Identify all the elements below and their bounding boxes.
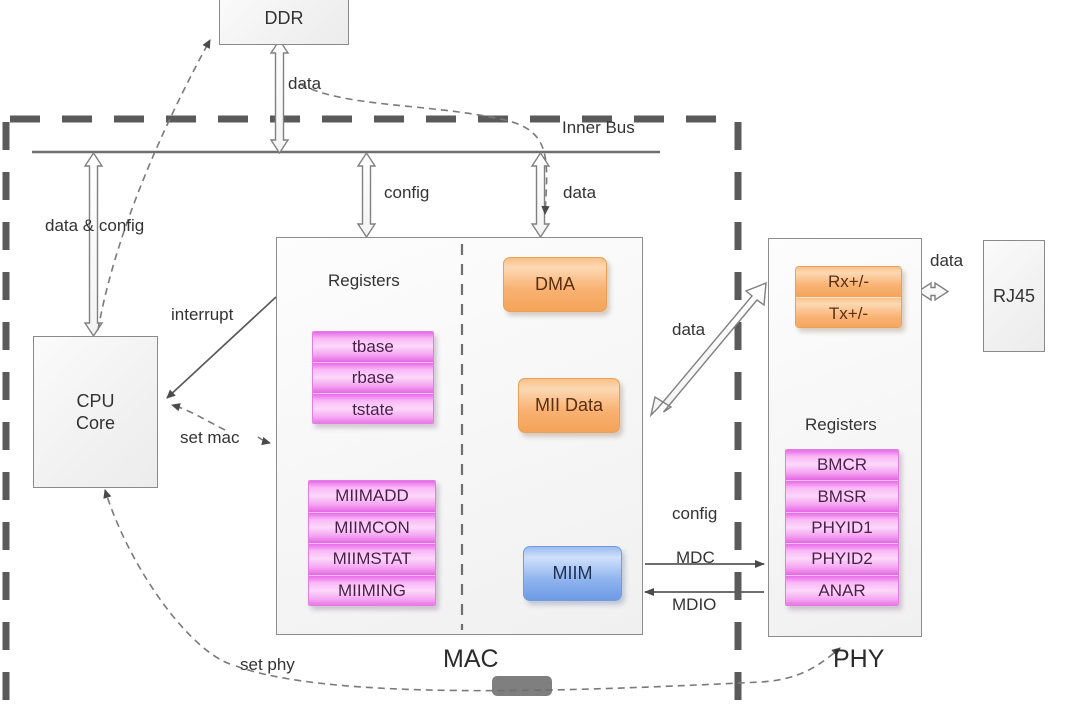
dma-module[interactable]: DMA: [503, 257, 607, 312]
label-mac-phy-data: data: [672, 320, 706, 339]
line-interrupt: [166, 296, 277, 399]
dashed-ddr-data-flow: [299, 83, 550, 215]
ddr-block[interactable]: DDR: [219, 0, 349, 45]
mac-title: MAC: [443, 645, 499, 673]
label-bus-config: config: [384, 183, 430, 202]
register-row[interactable]: PHYID1: [786, 512, 898, 545]
mac-register-stack-top[interactable]: tbase rbase tstate: [312, 331, 434, 424]
mac-register-stack-miim[interactable]: MIIMADD MIIMCON MIIMSTAT MIIMING: [308, 480, 436, 606]
dashed-set-mac-right: [257, 436, 271, 446]
mii-data-module[interactable]: MII Data: [518, 378, 620, 433]
label-cpu-data-config: data & config: [45, 216, 145, 235]
label-mdio: MDIO: [672, 595, 717, 614]
dashed-set-phy: [103, 489, 841, 692]
label-set-mac: set mac: [180, 428, 240, 447]
phy-media-row[interactable]: Rx+/-: [796, 267, 901, 298]
register-row[interactable]: PHYID2: [786, 544, 898, 576]
register-row[interactable]: BMCR: [786, 450, 898, 482]
arrow-config-bus: [356, 151, 377, 239]
register-row[interactable]: MIIMSTAT: [309, 544, 435, 576]
dashed-cpu-ddr: [97, 39, 211, 331]
miim-label: MIIM: [552, 563, 593, 583]
cpu-core-block[interactable]: CPU Core: [33, 336, 158, 488]
arrow-data-bus: [530, 151, 551, 239]
register-row[interactable]: tstate: [313, 394, 433, 423]
label-ddr-data: data: [288, 74, 322, 93]
rj45-label: RJ45: [992, 285, 1036, 306]
phy-registers-caption: Registers: [805, 415, 877, 434]
dashed-set-mac-left: [171, 403, 226, 431]
soc-boundary: [2, 115, 742, 700]
label-interrupt: interrupt: [171, 305, 234, 324]
arrow-mac-phy-data: [649, 281, 767, 418]
watermark-artifact: [492, 676, 552, 696]
rj45-block[interactable]: RJ45: [983, 240, 1045, 352]
register-row[interactable]: ANAR: [786, 575, 898, 605]
label-mac-phy-config: config: [672, 504, 718, 523]
label-set-phy: set phy: [240, 655, 295, 674]
register-row[interactable]: MIIMING: [309, 575, 435, 605]
register-row[interactable]: rbase: [313, 363, 433, 394]
arrow-cpu-bus: [83, 151, 104, 338]
mac-registers-caption: Registers: [328, 271, 400, 290]
arrow-ddr-bus: [269, 38, 290, 155]
miim-module[interactable]: MIIM: [523, 546, 622, 601]
arrow-phy-rj45: [916, 281, 950, 302]
phy-register-stack[interactable]: BMCR BMSR PHYID1 PHYID2 ANAR: [785, 449, 899, 606]
register-row[interactable]: tbase: [313, 332, 433, 363]
register-row[interactable]: BMSR: [786, 481, 898, 513]
cpu-core-label-line2: Core: [75, 413, 115, 433]
label-inner-bus: Inner Bus: [562, 118, 635, 137]
mii-data-label: MII Data: [534, 395, 604, 415]
phy-media-row[interactable]: Tx+/-: [796, 298, 901, 327]
cpu-core-label-line1: CPU: [76, 390, 115, 411]
phy-title: PHY: [833, 645, 885, 673]
register-row[interactable]: MIIMCON: [309, 512, 435, 544]
register-row[interactable]: MIIMADD: [309, 481, 435, 513]
dma-label: DMA: [535, 274, 575, 294]
label-phy-rj45-data: data: [930, 251, 964, 270]
phy-media-stack[interactable]: Rx+/- Tx+/-: [795, 266, 902, 328]
label-mdc: MDC: [676, 548, 715, 567]
ddr-label: DDR: [264, 8, 304, 29]
label-bus-data: data: [563, 183, 597, 202]
